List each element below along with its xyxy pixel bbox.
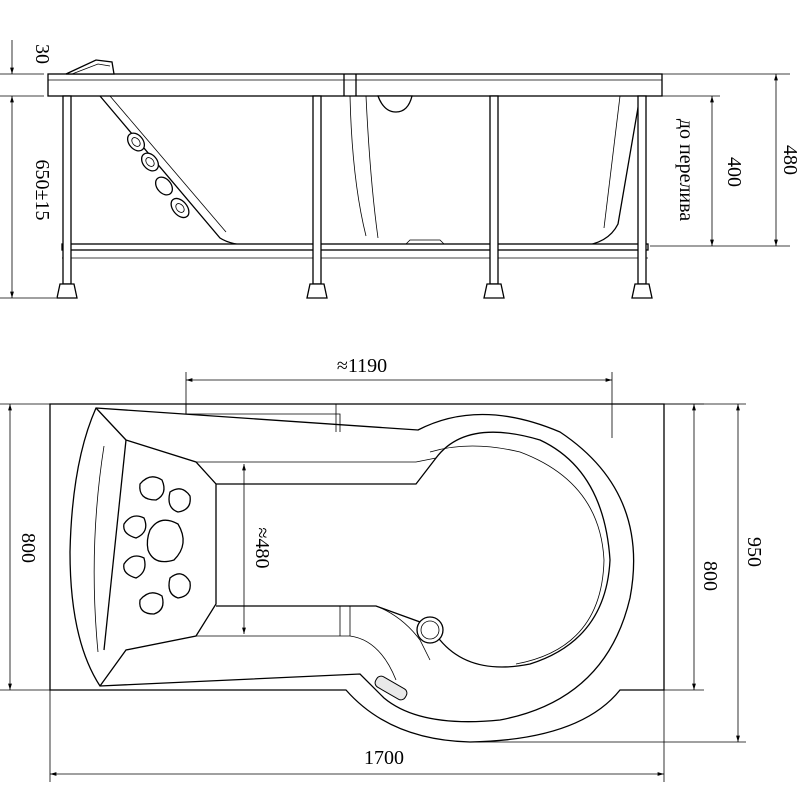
dim-left-width: 800 bbox=[17, 533, 39, 563]
bowl-rim bbox=[69, 407, 635, 723]
top-view: ≈1190 ≈480 800 800 950 1700 bbox=[0, 355, 765, 782]
side-jets bbox=[126, 132, 190, 219]
dim-total-width: 950 bbox=[743, 537, 765, 567]
top-jets bbox=[123, 476, 191, 615]
legs bbox=[56, 95, 653, 299]
dim-overflow-label: до перелива bbox=[675, 119, 697, 221]
dim-total-height: 650±15 bbox=[31, 160, 53, 221]
dim-overflow-height: 400 bbox=[723, 157, 745, 187]
dim-seat-width: ≈480 bbox=[251, 528, 273, 569]
side-view: 30 650±15 до перелива 400 480 bbox=[0, 40, 800, 299]
tub-body bbox=[99, 95, 641, 247]
dim-total-length: 1700 bbox=[364, 747, 404, 769]
dim-inner-length: ≈1190 bbox=[337, 355, 387, 377]
dim-top-thickness: 30 bbox=[31, 44, 53, 64]
overflow-fitting bbox=[377, 95, 413, 113]
rim-plate bbox=[47, 73, 663, 97]
dim-bath-depth: 480 bbox=[779, 145, 800, 175]
drain bbox=[416, 616, 444, 644]
dim-inner-width: 800 bbox=[699, 561, 721, 591]
overflow-valve bbox=[374, 675, 408, 701]
